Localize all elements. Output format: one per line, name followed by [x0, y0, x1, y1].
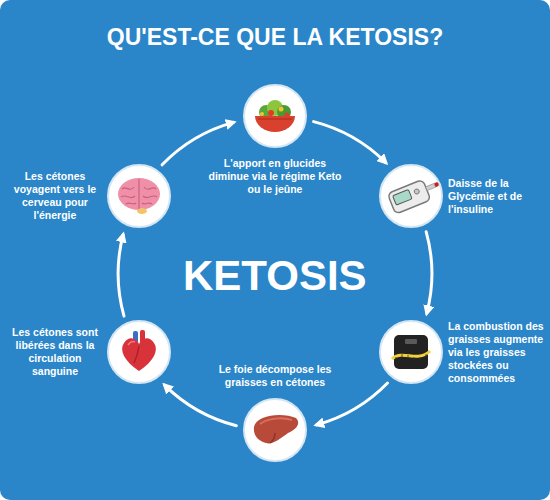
step-icon [392, 335, 430, 369]
text-holder: La combustion des graisses augmente via … [448, 320, 544, 385]
cycle-arrow [317, 383, 388, 425]
step-icon [255, 100, 295, 132]
step-circle: L'apport en glucides diminue via le régi… [242, 83, 308, 149]
cycle-arrow [118, 235, 124, 316]
step-text: Les cétones sont libérées dans la circul… [8, 326, 102, 378]
circle-outline [378, 163, 444, 229]
circle-shape [108, 321, 170, 383]
step-circle: Le foie décompose les graisses en cétone… [242, 397, 308, 463]
step-circle: Les cétones sont libérées dans la circul… [106, 319, 172, 385]
step-circle: La combustion des graisses augmente via … [378, 319, 444, 385]
step-text: La combustion des graisses augmente via … [448, 320, 544, 385]
center-label: KETOSIS [183, 252, 367, 300]
step-circle: Daisse de la Glycémie et de l'insuline [378, 163, 444, 229]
step-text: Les cétones voyagent vers le cerveau pou… [8, 170, 102, 222]
step-icon [387, 174, 443, 214]
text-holder: Les cétones voyagent vers le cerveau pou… [8, 170, 102, 222]
step-text: L'apport en glucides diminue via le régi… [205, 157, 345, 196]
step-icon [118, 178, 160, 214]
circle-outline [242, 83, 308, 149]
circle-shape [108, 165, 170, 227]
text-holder: Les cétones sont libérées dans la circul… [8, 326, 102, 378]
circle-outline [378, 319, 444, 385]
circle-shape [244, 399, 306, 461]
cycle-arrow [162, 122, 233, 164]
cycle-arrow [314, 122, 386, 163]
text-holder: Daisse de la Glycémie et de l'insuline [448, 177, 544, 216]
circle-outline [242, 397, 308, 463]
circle-outline [106, 163, 172, 229]
circle-shape [380, 321, 442, 383]
text-holder: L'apport en glucides diminue via le régi… [205, 157, 345, 196]
step-icon [254, 415, 298, 443]
circle-outline [106, 319, 172, 385]
step-text: Le foie décompose les graisses en cétone… [200, 363, 350, 389]
circle-shape [244, 85, 306, 147]
cycle-arrow [165, 385, 237, 426]
text-holder: Le foie décompose les graisses en cétone… [200, 363, 350, 389]
step-icon [122, 330, 156, 371]
diagram-title: QU'EST-CE QUE LA KETOSIS? [0, 24, 550, 51]
cycle-arrow [426, 232, 432, 313]
step-circle: Les cétones voyagent vers le cerveau pou… [106, 163, 172, 229]
step-text: Daisse de la Glycémie et de l'insuline [448, 177, 544, 216]
